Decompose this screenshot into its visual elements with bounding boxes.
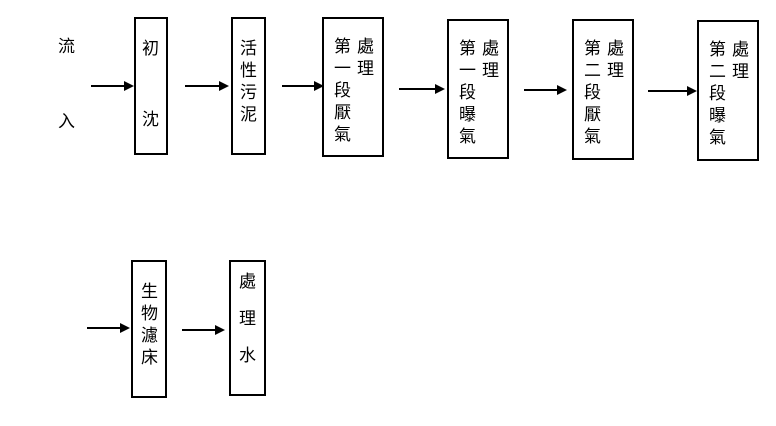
arrow-3-4 [399,84,445,94]
char: 沈 [142,110,159,130]
arrow-6-7 [87,323,130,333]
char: 處 [357,37,374,57]
box-stage2-anaerobic-col1: 第 二 段 厭 氣 [584,41,601,151]
arrow-2-3 [282,81,324,91]
char: 濾 [141,326,158,346]
char: 第 [584,39,601,59]
box-stage2-aeration: 第 二 段 曝 氣 處 理 [697,20,759,161]
char: 理 [482,61,499,81]
box-stage1-aeration: 第 一 段 曝 氣 處 理 [447,19,509,159]
char: 一 [459,61,476,81]
char: 厭 [584,105,601,125]
char: 氣 [459,127,476,147]
char: 生 [141,282,158,302]
char: 水 [239,346,256,366]
char: 泥 [240,105,257,125]
box-stage2-aeration-col1: 第 二 段 曝 氣 [709,42,726,152]
box-primary-settling: 初 沈 [134,17,168,155]
char: 處 [732,40,749,60]
box-activated-sludge: 活 性 污 泥 [231,17,266,155]
flow-in-label-bottom: 入 [58,112,75,132]
char: 處 [482,39,499,59]
char: 第 [709,40,726,60]
char: 床 [141,348,158,368]
char: 活 [240,39,257,59]
char: 污 [240,83,257,103]
box-biofilter-text: 生 物 濾 床 [141,284,158,372]
char: 理 [607,61,624,81]
char: 一 [334,59,351,79]
arrow-4-5 [524,85,567,95]
char: 氣 [709,128,726,148]
arrow-1-2 [185,81,229,91]
char: 曝 [709,106,726,126]
box-primary-settling-text: 初 沈 [142,41,159,134]
char: 性 [240,61,257,81]
char: 理 [239,309,256,329]
box-stage1-aeration-col1: 第 一 段 曝 氣 [459,41,476,151]
char: 二 [584,61,601,81]
char: 理 [732,62,749,82]
char: 段 [334,81,351,101]
box-treated-water: 處 理 水 [229,260,266,396]
flow-in-label-top: 流 [58,37,75,57]
char: 氣 [334,125,351,145]
arrow-inflow [91,81,134,91]
arrow-5-6 [648,86,697,96]
char: 第 [459,39,476,59]
box-stage2-anaerobic: 第 二 段 厭 氣 處 理 [572,19,634,160]
arrow-7-8 [182,325,225,335]
box-stage2-anaerobic-col2: 處 理 [607,41,624,85]
char: 段 [459,83,476,103]
char: 物 [141,304,158,324]
char: 處 [607,39,624,59]
char: 初 [142,39,159,59]
box-stage1-anaerobic-col1: 第 一 段 厭 氣 [334,39,351,149]
box-biofilter: 生 物 濾 床 [131,260,167,398]
box-stage1-anaerobic: 第 一 段 厭 氣 處 理 [322,17,384,157]
char: 二 [709,62,726,82]
char: 處 [239,272,256,292]
char: 曝 [459,105,476,125]
char: 厭 [334,103,351,123]
box-stage1-aeration-col2: 處 理 [482,41,499,85]
box-treated-water-text: 處 理 水 [239,274,256,370]
char: 氣 [584,127,601,147]
box-activated-sludge-text: 活 性 污 泥 [240,41,257,129]
box-stage1-anaerobic-col2: 處 理 [357,39,374,83]
char: 段 [709,84,726,104]
box-stage2-aeration-col2: 處 理 [732,42,749,86]
char: 理 [357,59,374,79]
char: 第 [334,37,351,57]
char: 段 [584,83,601,103]
